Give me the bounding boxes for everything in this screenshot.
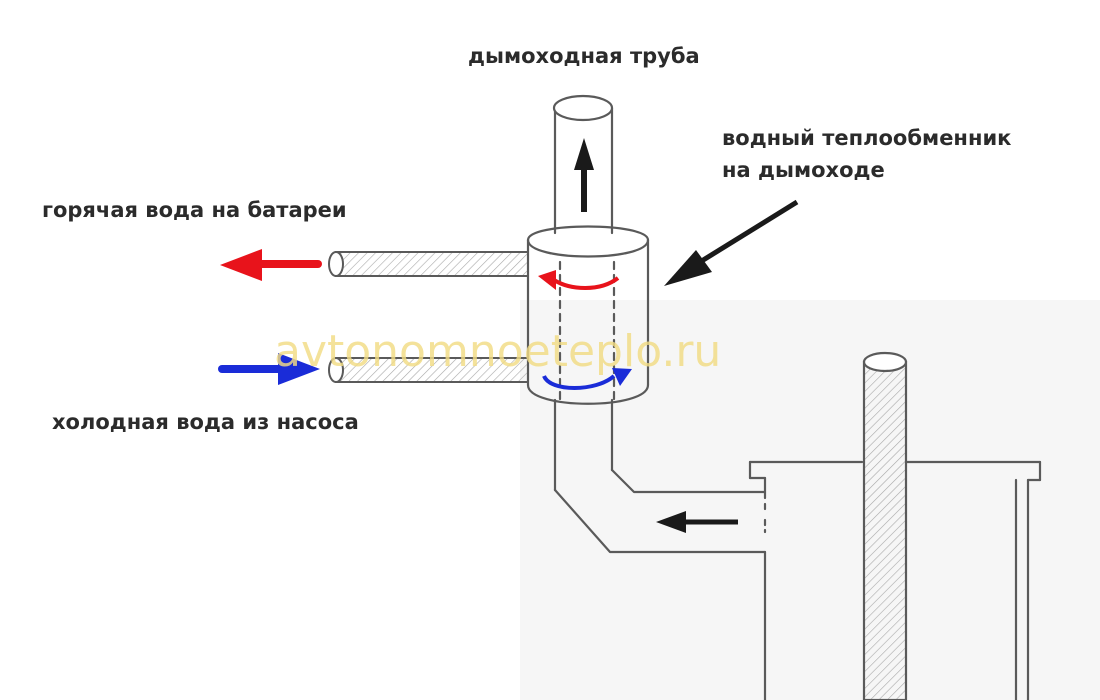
- cold-water-pipe: [328, 357, 529, 383]
- hot-swirl-arrow: [538, 270, 620, 290]
- heat-exchanger-label-line2: на дымоходе: [722, 158, 885, 182]
- chimney-pipe: [552, 94, 614, 235]
- smoke-up-arrow: [574, 138, 594, 212]
- heat-exchanger-label-line1: водный теплообменник: [722, 126, 1012, 150]
- watermark: avtonomnoeteplo.ru: [274, 326, 722, 377]
- chimney-bend: [553, 398, 767, 554]
- chimney-pipe-label: дымоходная труба: [468, 44, 700, 68]
- cold-swirl-arrow: [542, 368, 632, 390]
- vertical-rod: [862, 351, 908, 700]
- paper-background: [520, 300, 1100, 700]
- heat-exchanger-pointer-arrow: [664, 199, 799, 286]
- smoke-flow-arrow: [656, 511, 738, 533]
- hot-water-label: горячая вода на батареи: [42, 198, 347, 222]
- stove: [748, 460, 1042, 700]
- cold-water-label: холодная вода из насоса: [52, 410, 359, 434]
- hot-water-pipe: [328, 251, 529, 277]
- hot-water-out-arrow: [220, 249, 322, 281]
- cold-water-in-arrow: [218, 353, 320, 385]
